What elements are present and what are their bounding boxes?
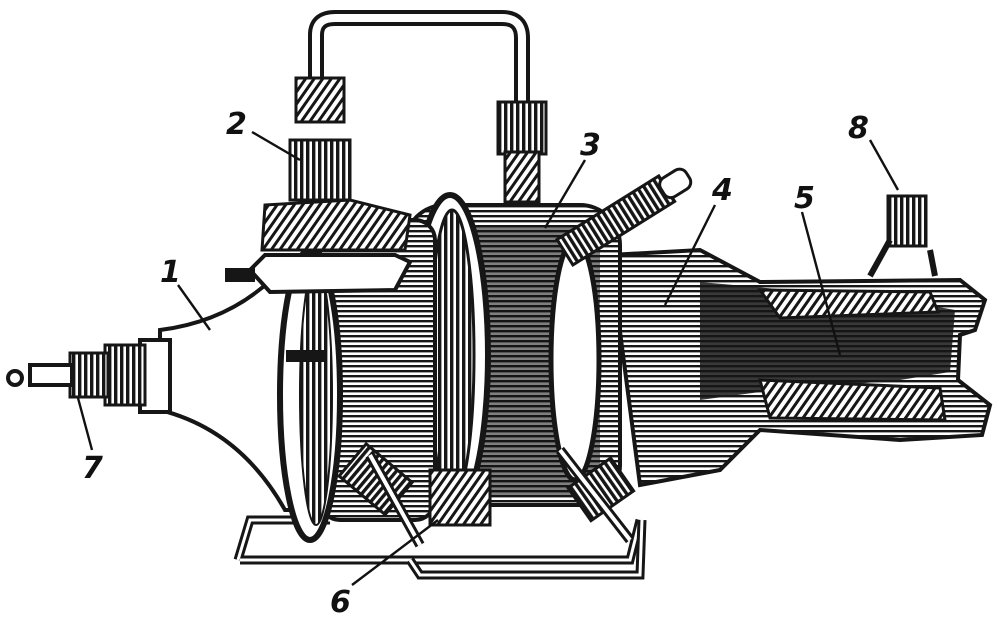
engine-body — [6, 167, 993, 548]
leader-7 — [76, 397, 94, 451]
callout-8: 8 — [848, 111, 869, 146]
callout-7: 7 — [82, 451, 103, 486]
callout-leaders — [76, 130, 900, 586]
leader-3 — [543, 159, 587, 229]
callout-3: 3 — [580, 128, 601, 163]
leader-6 — [351, 519, 439, 586]
leader-5 — [800, 211, 842, 356]
leader-8 — [868, 139, 900, 191]
callout-numbers: 1 2 3 4 5 6 7 8 — [82, 107, 869, 620]
callout-4: 4 — [711, 173, 733, 208]
leader-2 — [251, 130, 301, 162]
callout-6: 6 — [330, 585, 351, 620]
leader-4 — [663, 204, 717, 306]
callout-1: 1 — [160, 255, 181, 290]
callout-5: 5 — [794, 181, 815, 216]
leader-1 — [177, 284, 211, 331]
callout-2: 2 — [226, 107, 247, 142]
